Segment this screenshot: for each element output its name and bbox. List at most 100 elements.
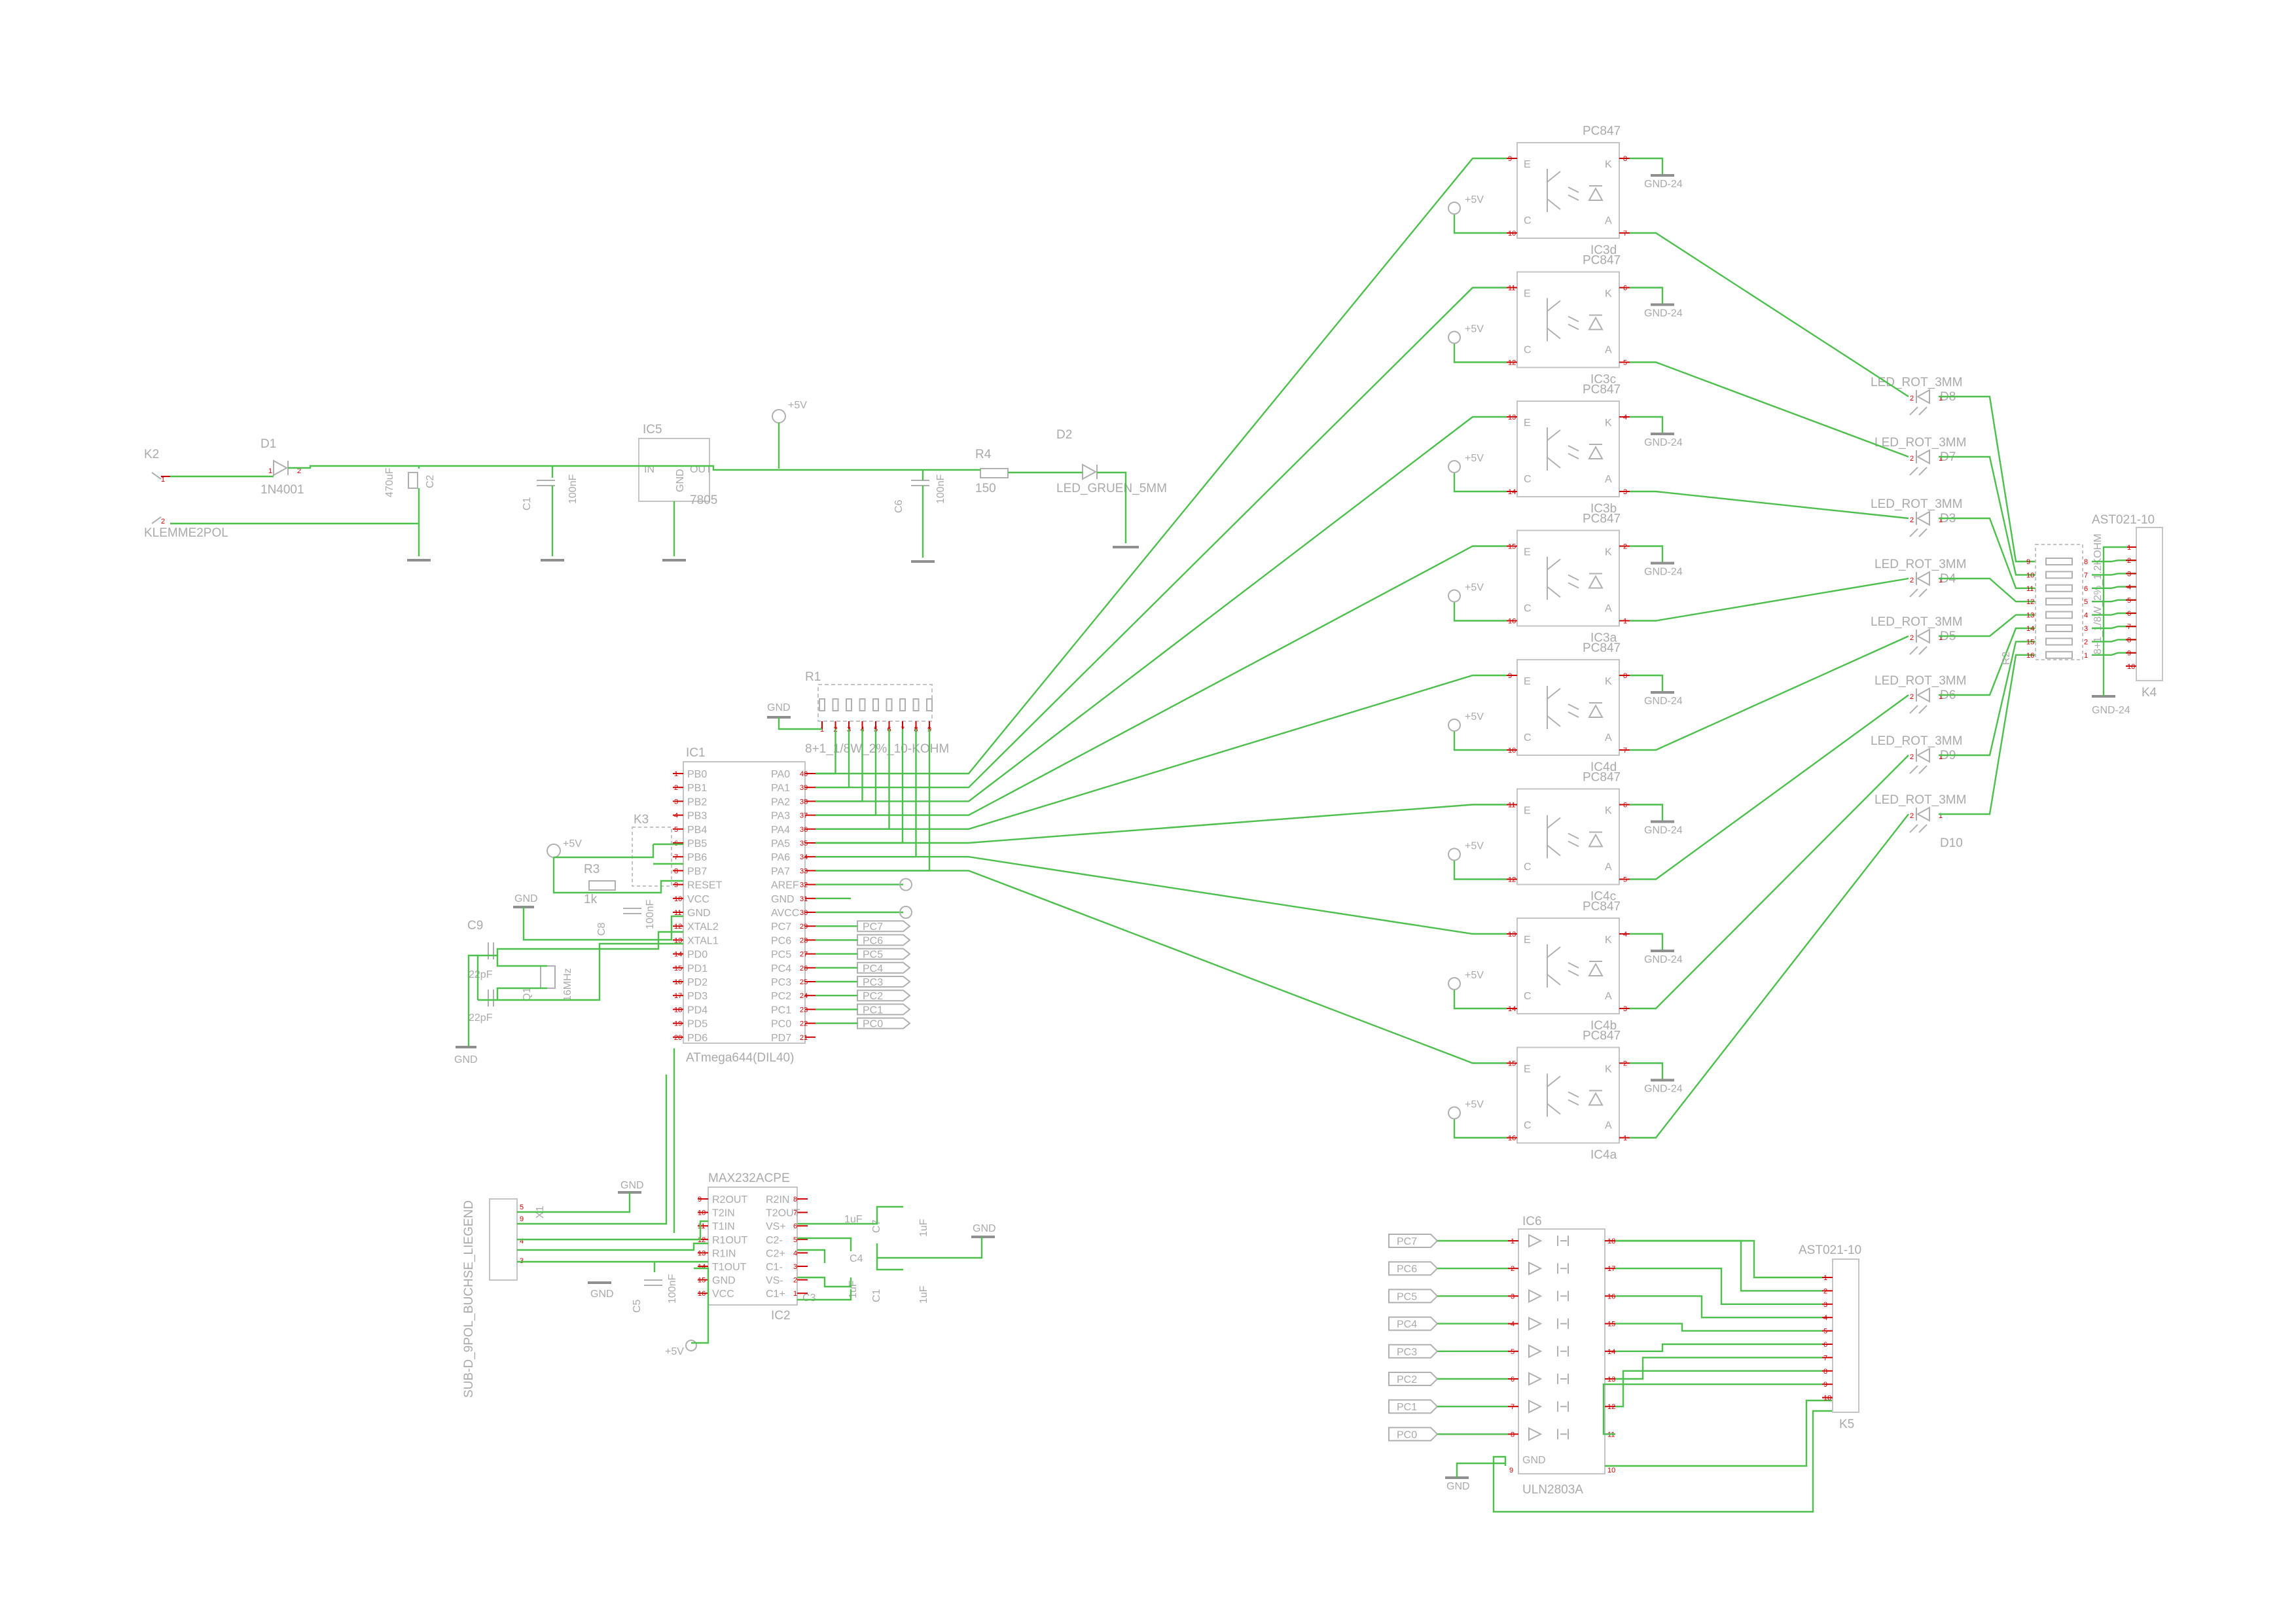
rnet-element [832, 698, 839, 711]
mcu-pin-label: PB1 [687, 783, 707, 794]
vcc-symbol [1448, 847, 1461, 861]
rnet2-element [2045, 651, 2073, 659]
vcc-label: +5V [1465, 1099, 1484, 1111]
max232-pin-label: C2+ [766, 1248, 785, 1259]
svg-text:OUT: OUT [690, 464, 712, 475]
rnet2-pin-number: 8 [2084, 558, 2088, 566]
phototransistor-symbol [1547, 427, 1561, 471]
k4-pin-number: 1 [2127, 544, 2131, 552]
svg-text:GND: GND [620, 1180, 644, 1191]
max232-pin-number: 11 [698, 1222, 705, 1230]
optocoupler-body [1516, 271, 1620, 368]
buffer-symbol [1528, 1316, 1543, 1331]
optocoupler-pin-e: E [1524, 935, 1531, 946]
optocoupler-pin-e: E [1524, 676, 1531, 687]
svg-text:GND: GND [767, 702, 791, 713]
mcu-pin-label: PA7 [771, 866, 790, 877]
max232-pin-label: VS- [766, 1275, 783, 1287]
led-value: LED_ROT_3MM [1871, 376, 1962, 389]
optocoupler-body [1516, 659, 1620, 756]
vcc-symbol [899, 878, 912, 891]
max232-pin-label: C1- [766, 1262, 783, 1273]
k5-pin-number: 1 [1823, 1274, 1827, 1282]
max232-pin-number: 9 [698, 1196, 702, 1204]
rnet2-element [2045, 611, 2073, 619]
rnet2-pin-number: 15 [2026, 638, 2034, 646]
uln-pin-number: 5 [1511, 1348, 1515, 1356]
sub-d-value: SUB-D_9POL_BUCHSE_LIEGEND [462, 1200, 476, 1398]
mcu-pin-label: PB7 [687, 866, 707, 877]
svg-text:C5: C5 [632, 1299, 643, 1313]
c6-label: C6 [893, 499, 905, 513]
mcu-pin-number: 21 [800, 1034, 808, 1042]
vcc-label: +5V [1465, 711, 1484, 722]
uln-pin-number: 3 [1511, 1293, 1515, 1300]
vcc-symbol [1448, 977, 1461, 990]
svg-text:GND: GND [675, 469, 686, 492]
vcc-symbol [1448, 202, 1461, 215]
mcu-pin-number: 24 [800, 992, 808, 1000]
led-value: LED_ROT_3MM [1871, 497, 1962, 511]
r4-label: R4 [975, 448, 992, 461]
max232-pin-label: C1+ [766, 1289, 785, 1300]
led-pin-number: 1 [1939, 516, 1943, 524]
d2-value: LED_GRUEN_5MM [1056, 482, 1167, 495]
rnet2-pin-number: 6 [2084, 585, 2088, 593]
mcu-pin-number: 8 [674, 867, 678, 875]
net-tag-label: PC7 [1397, 1236, 1417, 1247]
svg-text:GND-24: GND-24 [2092, 705, 2130, 716]
uln2803-ref: IC6 [1522, 1215, 1542, 1228]
rnet-r1-body [817, 684, 933, 722]
svg-text:GND: GND [514, 893, 538, 904]
k2-label: K2 [144, 448, 159, 461]
svg-text:2: 2 [161, 518, 165, 526]
led-ref: D10 [1940, 836, 1963, 850]
mcu-pin-label: PB3 [687, 811, 707, 822]
uln-pin-number: 4 [1511, 1321, 1515, 1329]
svg-text:1uF: 1uF [918, 1219, 929, 1237]
uln-pin-number: 18 [1607, 1238, 1615, 1245]
mcu-pin-label: AREF [771, 880, 799, 891]
svg-text:100nF: 100nF [667, 1274, 678, 1304]
k5-ref: K5 [1839, 1418, 1854, 1431]
vcc-label: +5V [1465, 453, 1484, 464]
vcc-label: +5V [1465, 194, 1484, 205]
rnet2-pin-number: 10 [2026, 571, 2034, 579]
max232-pin-label: R1IN [712, 1248, 736, 1259]
k4-pin-number: 6 [2127, 610, 2131, 618]
rnet-r1-value: 8+1_1/8W_2%_10-KOHM [805, 742, 949, 756]
optocoupler-value: PC847 [1583, 641, 1621, 655]
max232-pin-number: 8 [793, 1196, 797, 1204]
mcu-pin-number: 13 [674, 936, 682, 944]
net-tag-shape [1388, 1344, 1439, 1359]
opto-led-symbol [1588, 961, 1604, 976]
mcu-pin-label: PC6 [771, 935, 791, 946]
mcu-pin-label: PA4 [771, 825, 790, 836]
mcu-pin-number: 19 [674, 1020, 682, 1028]
mcu-pin-label: RESET [687, 880, 723, 891]
led-value: LED_ROT_3MM [1874, 793, 1966, 807]
phototransistor-symbol [1547, 686, 1561, 729]
net-tag-label: PC5 [863, 950, 883, 961]
uln-pin-number: 15 [1607, 1321, 1615, 1329]
optocoupler-value: PC847 [1583, 124, 1621, 138]
vcc-symbol [1448, 589, 1461, 603]
k4-pin-number: 7 [2127, 623, 2131, 631]
k5-value: AST021-10 [1799, 1243, 1861, 1257]
k4-value: AST021-10 [2092, 513, 2155, 527]
mcu-ref: IC1 [686, 746, 706, 760]
svg-text:100nF: 100nF [645, 899, 656, 929]
max232-pin-label: VS+ [766, 1221, 786, 1232]
led-symbol [1916, 571, 1930, 586]
optocoupler-value: PC847 [1583, 771, 1621, 785]
r3-label: R3 [584, 863, 600, 876]
phototransistor-symbol [1547, 944, 1561, 988]
led-pin-number: 1 [1939, 577, 1943, 584]
net-tag-label: PC2 [1397, 1374, 1417, 1385]
k5-pin-number: 4 [1823, 1314, 1827, 1322]
k5-body [1832, 1258, 1859, 1413]
mcu-pin-number: 35 [800, 840, 808, 847]
